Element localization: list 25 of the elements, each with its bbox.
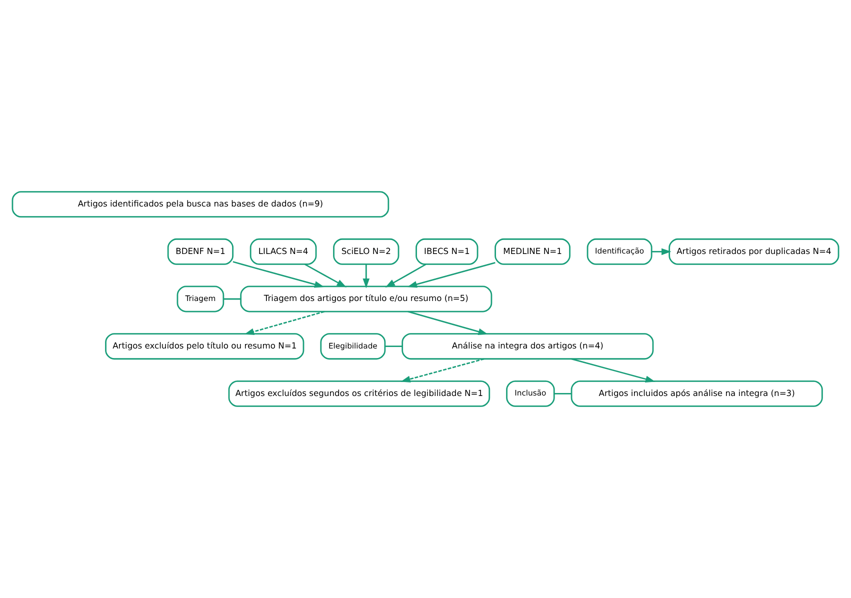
arrow (385, 264, 426, 288)
node-box: Análise na integra dos artigos (n=4) (402, 333, 654, 360)
node-box: SciELO N=2 (333, 238, 400, 265)
node-box: IBECS N=1 (416, 238, 478, 265)
connector (385, 346, 402, 348)
node-box: BDENF N=1 (167, 238, 234, 265)
node-box: LILACS N=4 (250, 238, 317, 265)
node-box: Artigos incluidos após análise na integra (n=3) (570, 380, 823, 407)
arrow (232, 261, 324, 288)
arrow (408, 310, 488, 335)
node-box: MEDLINE N=1 (494, 238, 570, 265)
arrow (244, 310, 325, 335)
arrow (362, 264, 370, 288)
node-box: Triagem dos artigos por título e/ou resumo (n=5) (240, 286, 492, 312)
arrow (304, 264, 347, 288)
arrow (407, 262, 496, 288)
connector (223, 298, 241, 300)
node-box: Artigos excluídos segundos os critérios de legibilidade N=1 (228, 380, 490, 407)
arrow (400, 358, 484, 382)
arrow (571, 358, 656, 382)
node-box: Artigos excluídos pelo título ou resumo N=1 (105, 333, 304, 360)
connector (554, 393, 572, 394)
node-box: Artigos identificados pela busca nas bases de dados (n=9) (12, 191, 390, 218)
node-box: Artigos retirados por duplicadas N=4 (668, 238, 840, 265)
arrow (652, 248, 672, 256)
